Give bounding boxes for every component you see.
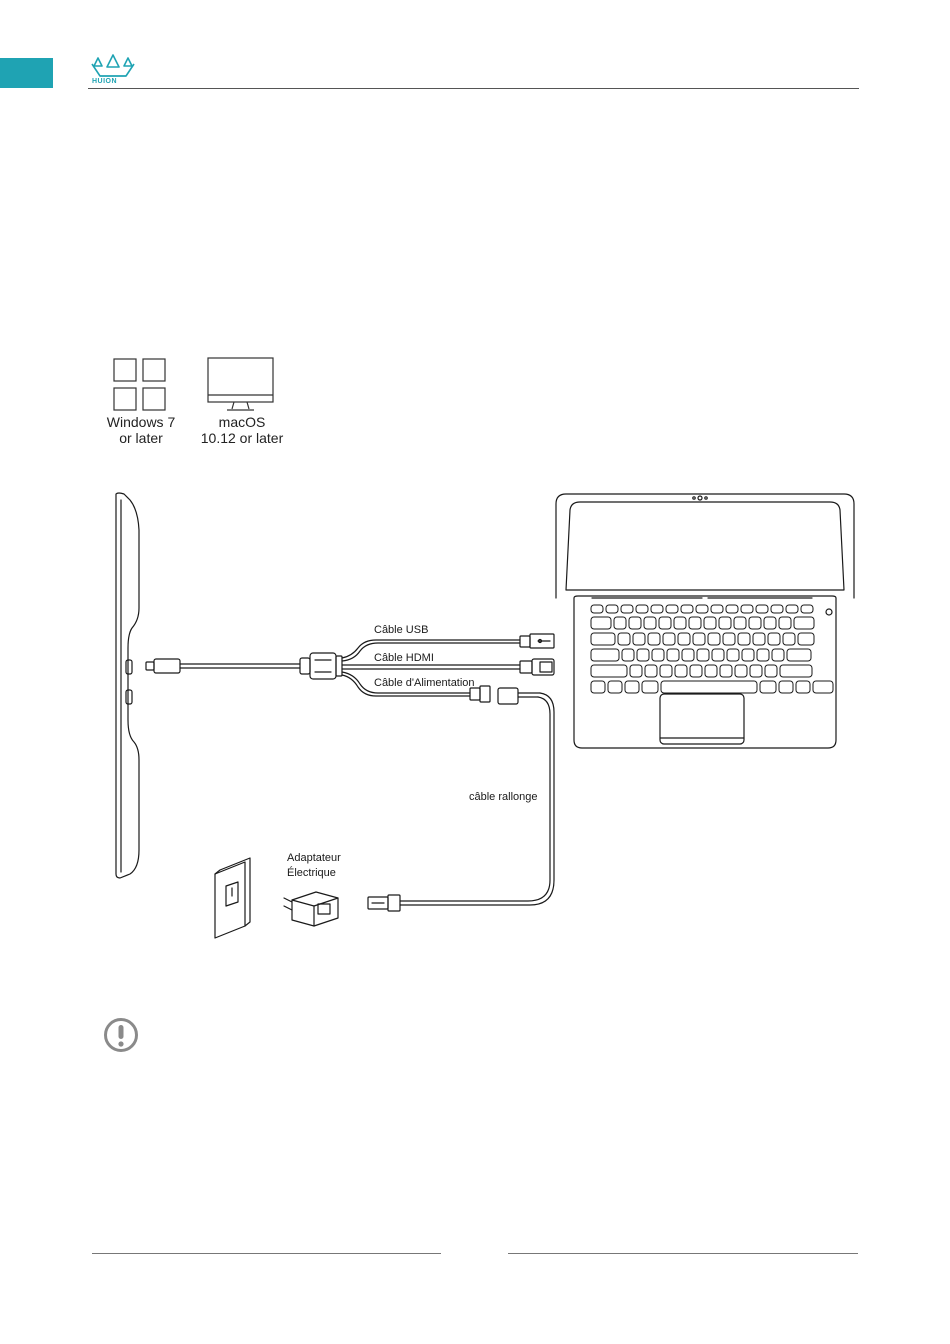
keyboard-key bbox=[633, 633, 645, 645]
3in1-cable-main bbox=[146, 658, 310, 674]
keyboard-key bbox=[798, 633, 814, 645]
keyboard-key bbox=[735, 665, 747, 677]
keyboard-key bbox=[629, 617, 641, 629]
keyboard-key bbox=[750, 665, 762, 677]
keyboard-key bbox=[705, 665, 717, 677]
keyboard-key bbox=[608, 681, 622, 693]
keyboard-key bbox=[660, 665, 672, 677]
keyboard-key bbox=[659, 617, 671, 629]
keyboard-key bbox=[666, 605, 678, 613]
keyboard-key bbox=[760, 681, 776, 693]
keyboard-key bbox=[693, 633, 705, 645]
keyboard-key bbox=[720, 665, 732, 677]
keyboard-key bbox=[645, 665, 657, 677]
extension-cable-label: câble rallonge bbox=[469, 791, 538, 803]
footer-rule-left bbox=[92, 1253, 441, 1254]
keyboard-key bbox=[625, 681, 639, 693]
keyboard-key bbox=[636, 605, 648, 613]
keyboard-key bbox=[749, 617, 761, 629]
wall-socket-icon bbox=[215, 858, 250, 938]
keyboard-key bbox=[786, 605, 798, 613]
keyboard-key bbox=[663, 633, 675, 645]
keyboard-key bbox=[727, 649, 739, 661]
keyboard-key bbox=[726, 605, 738, 613]
laptop-icon bbox=[556, 494, 854, 748]
keyboard-key bbox=[794, 617, 814, 629]
cable-splitter bbox=[310, 653, 342, 679]
keyboard-key bbox=[734, 617, 746, 629]
keyboard-key bbox=[651, 605, 663, 613]
keyboard-key bbox=[779, 681, 793, 693]
keyboard-key bbox=[719, 617, 731, 629]
keyboard-key bbox=[591, 605, 603, 613]
keyboard-key bbox=[756, 605, 768, 613]
keyboard-key bbox=[591, 665, 627, 677]
pen-display-side-view bbox=[116, 493, 139, 878]
keyboard-key bbox=[618, 633, 630, 645]
keyboard-key bbox=[690, 665, 702, 677]
keyboard-key bbox=[630, 665, 642, 677]
keyboard-key bbox=[704, 617, 716, 629]
keyboard-key bbox=[796, 681, 810, 693]
keyboard-key bbox=[753, 633, 765, 645]
keyboard-key bbox=[697, 649, 709, 661]
keyboard-key bbox=[738, 633, 750, 645]
keyboard-key bbox=[614, 617, 626, 629]
keyboard-key bbox=[801, 605, 813, 613]
keyboard-key bbox=[652, 649, 664, 661]
keyboard-key bbox=[787, 649, 811, 661]
keyboard-key bbox=[742, 649, 754, 661]
keyboard-key bbox=[768, 633, 780, 645]
keyboard-key bbox=[622, 649, 634, 661]
footer-rule-right bbox=[508, 1253, 858, 1254]
keyboard-key bbox=[682, 649, 694, 661]
keyboard-key bbox=[606, 605, 618, 613]
keyboard-key bbox=[772, 649, 784, 661]
keyboard-key bbox=[648, 633, 660, 645]
keyboard-key bbox=[591, 649, 619, 661]
keyboard-key bbox=[771, 605, 783, 613]
keyboard-key bbox=[621, 605, 633, 613]
keyboard-key bbox=[591, 633, 615, 645]
keyboard-key bbox=[667, 649, 679, 661]
keyboard-key bbox=[711, 605, 723, 613]
keyboard-key bbox=[642, 681, 658, 693]
keyboard-key bbox=[675, 665, 687, 677]
keyboard-key bbox=[813, 681, 833, 693]
keyboard-key bbox=[783, 633, 795, 645]
usb-cable-label: Câble USB bbox=[374, 624, 428, 636]
keyboard-key bbox=[723, 633, 735, 645]
keyboard-key bbox=[637, 649, 649, 661]
hdmi-cable-label: Câble HDMI bbox=[374, 652, 434, 664]
keyboard-key bbox=[689, 617, 701, 629]
keyboard-key bbox=[712, 649, 724, 661]
keyboard-key bbox=[765, 665, 777, 677]
adapter-label-line1: Adaptateur bbox=[287, 852, 341, 864]
keyboard-key bbox=[661, 681, 757, 693]
keyboard-key bbox=[591, 681, 605, 693]
keyboard-key bbox=[678, 633, 690, 645]
keyboard-key bbox=[757, 649, 769, 661]
keyboard-key bbox=[708, 633, 720, 645]
keyboard-key bbox=[779, 617, 791, 629]
power-cable-label: Câble d'Alimentation bbox=[374, 677, 475, 689]
keyboard-key bbox=[681, 605, 693, 613]
keyboard-key bbox=[741, 605, 753, 613]
keyboard-key bbox=[764, 617, 776, 629]
keyboard-key bbox=[674, 617, 686, 629]
keyboard-key bbox=[591, 617, 611, 629]
keyboard-key bbox=[696, 605, 708, 613]
laptop-keyboard bbox=[591, 605, 833, 693]
warning-exclamation-icon bbox=[103, 1017, 139, 1053]
power-adapter-icon bbox=[284, 892, 338, 926]
keyboard-key bbox=[780, 665, 812, 677]
keyboard-key bbox=[644, 617, 656, 629]
adapter-label-line2: Électrique bbox=[287, 866, 336, 879]
